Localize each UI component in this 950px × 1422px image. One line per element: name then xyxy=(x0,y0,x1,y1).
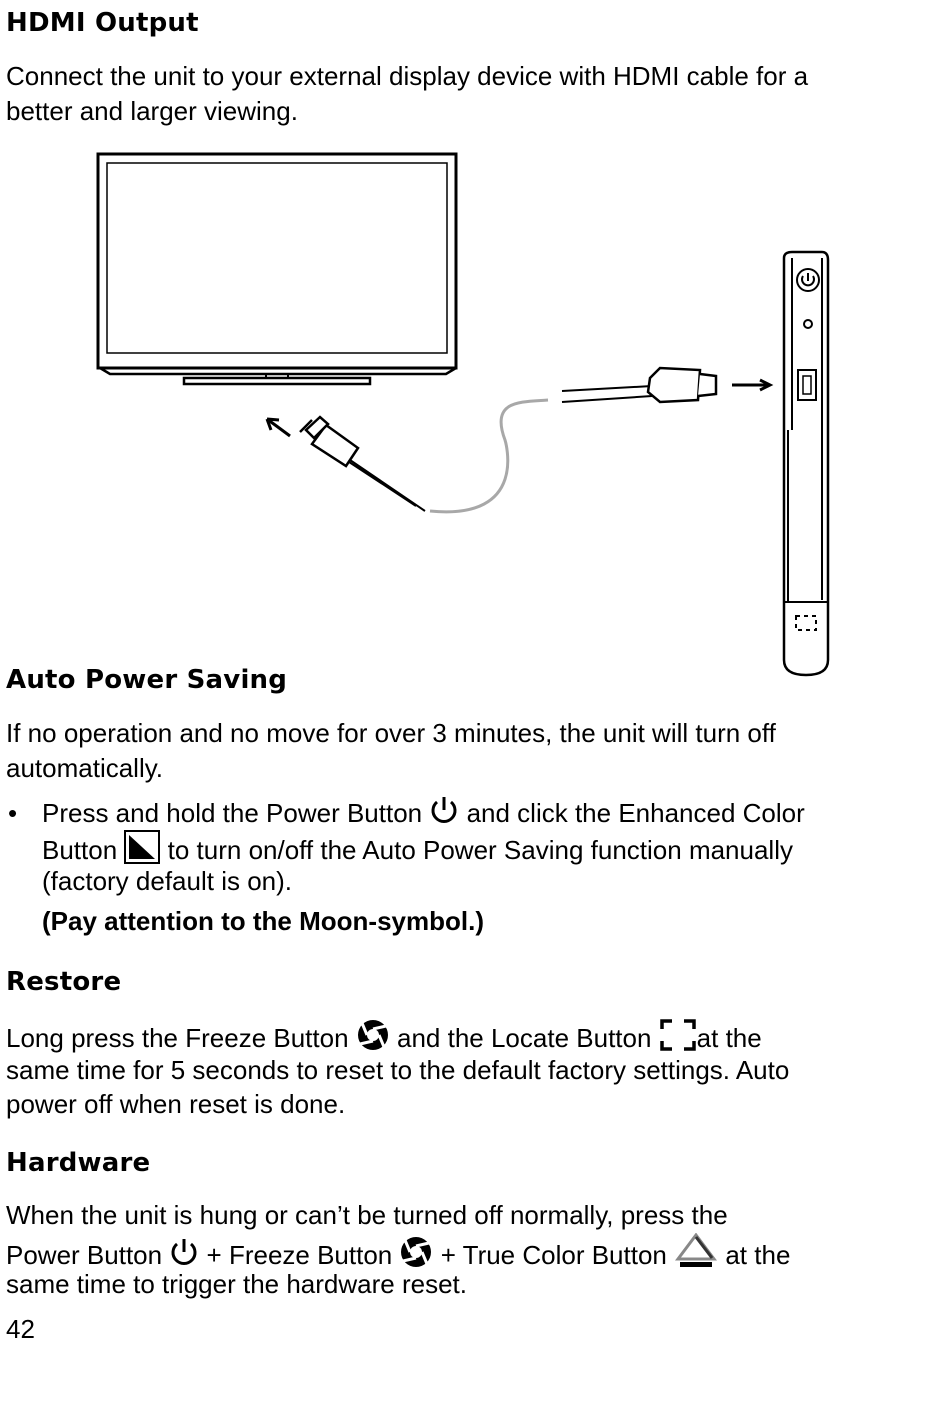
hdmi-line-1: Connect the unit to your external displa… xyxy=(6,61,809,91)
hdmi-connection-illustration xyxy=(96,152,830,677)
heading-restore: Restore xyxy=(6,967,122,997)
aps-paragraph: If no operation and no move for over 3 m… xyxy=(6,716,776,785)
moon-symbol-note: (Pay attention to the Moon-symbol.) xyxy=(42,906,484,936)
arrow-to-tv xyxy=(265,417,291,438)
restore-line-2: same time for 5 seconds to reset to the … xyxy=(6,1054,790,1085)
hardware-line-2: Power Button + Freeze Button + True Colo… xyxy=(6,1232,790,1270)
tv-monitor xyxy=(96,152,458,386)
aps-line-1: If no operation and no move for over 3 m… xyxy=(6,718,776,748)
aps-bullet-line-2: Button to turn on/off the Auto Power Sav… xyxy=(42,829,805,865)
enhanced-color-icon xyxy=(124,829,161,864)
restore-paragraph: Long press the Freeze Button and the Loc… xyxy=(6,1018,789,1122)
hardware-line-3: same time to trigger the hardware reset. xyxy=(6,1269,467,1299)
page-number: 42 xyxy=(6,1314,35,1344)
hdmi-plug-left xyxy=(299,415,360,468)
hdmi-plug-right xyxy=(646,366,718,404)
freeze-icon xyxy=(401,1236,432,1267)
aps-bullet-line-1: Press and hold the Power Button and clic… xyxy=(42,795,805,830)
heading-hdmi-output: HDMI Output xyxy=(6,8,199,38)
hdmi-paragraph: Connect the unit to your external displa… xyxy=(6,59,808,128)
bullet-dot: • xyxy=(8,798,18,828)
heading-auto-power-saving: Auto Power Saving xyxy=(6,665,288,695)
hdmi-cable xyxy=(429,398,549,514)
hardware-paragraph: When the unit is hung or can’t be turned… xyxy=(6,1198,790,1302)
aps-line-2: automatically. xyxy=(6,752,164,783)
aps-bullet-line-3: (factory default is on). xyxy=(42,866,292,896)
restore-line-1: Long press the Freeze Button and the Loc… xyxy=(6,1018,789,1053)
power-icon xyxy=(431,797,457,823)
true-color-icon xyxy=(675,1232,718,1267)
power-icon xyxy=(171,1238,197,1265)
restore-line-3: power off when reset is done. xyxy=(6,1089,346,1119)
hdmi-line-2: better and larger viewing. xyxy=(6,95,298,126)
device-side-view xyxy=(782,250,830,677)
freeze-icon xyxy=(357,1020,388,1050)
heading-hardware: Hardware xyxy=(6,1148,151,1178)
arrow-to-device xyxy=(732,378,774,392)
locate-icon xyxy=(659,1019,696,1051)
hardware-line-1: When the unit is hung or can’t be turned… xyxy=(6,1200,728,1230)
aps-bullet-text: Press and hold the Power Button and clic… xyxy=(42,795,805,899)
